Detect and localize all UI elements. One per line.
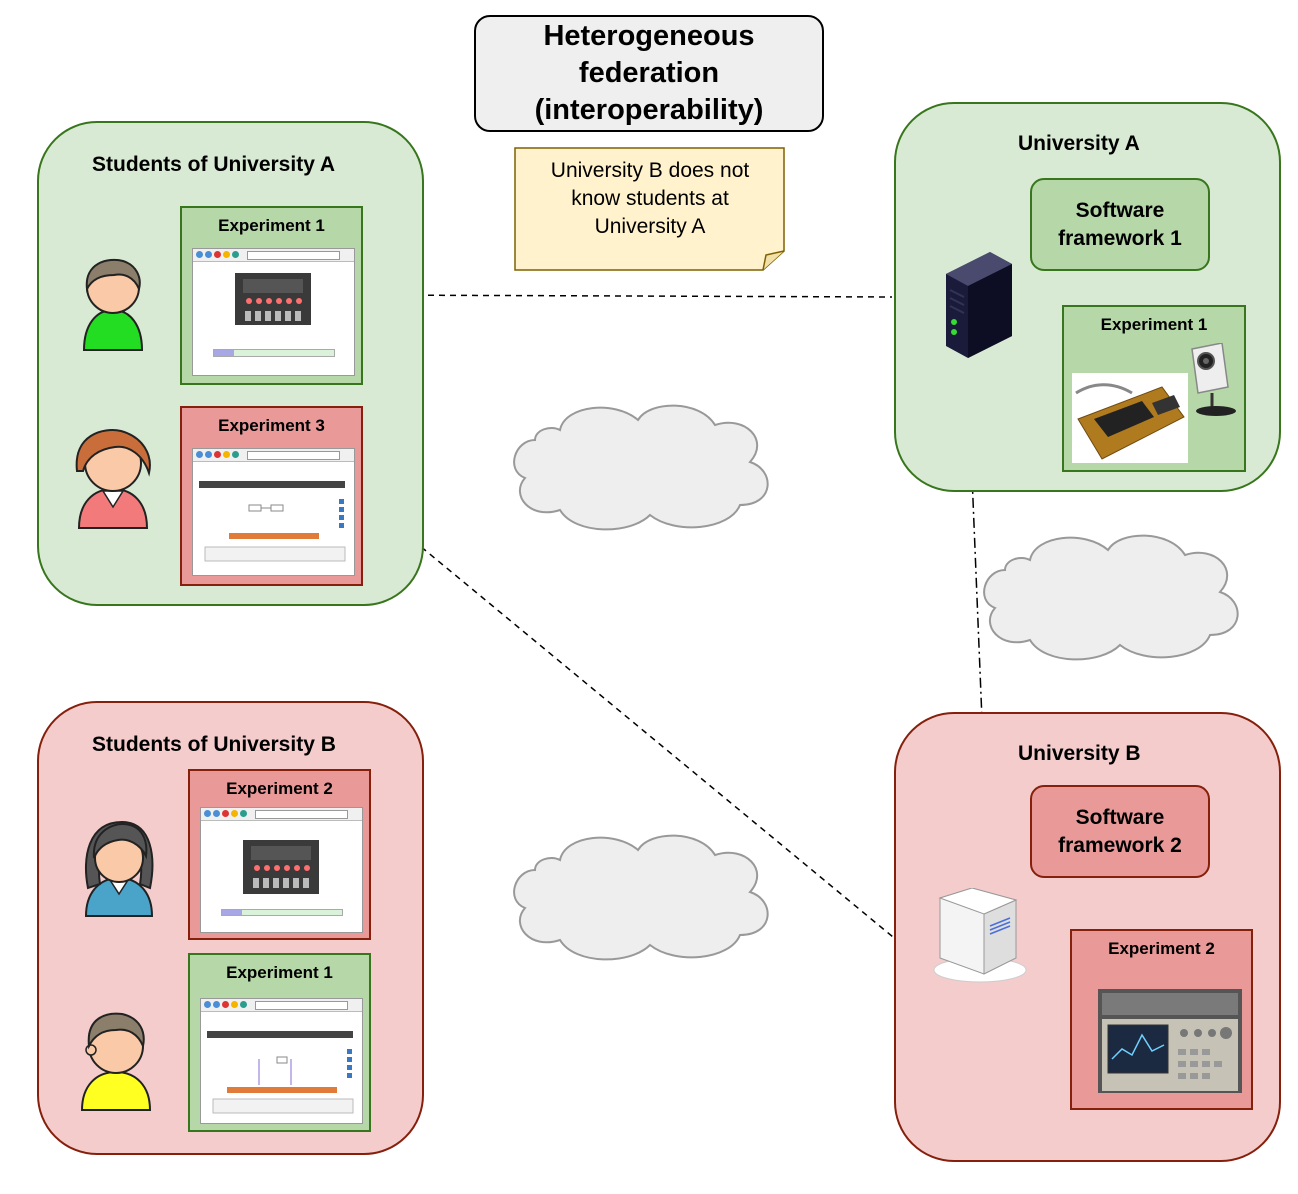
diagram-title-text: Heterogeneous federation (interoperabili… (534, 20, 764, 126)
framework-label: Software framework 2 (1058, 805, 1182, 857)
experiment-label: Experiment 2 (1108, 939, 1215, 958)
browser-screenshot (192, 248, 355, 376)
experiment-label: Experiment 1 (226, 963, 333, 982)
diagram-title: Heterogeneous federation (interoperabili… (474, 15, 824, 132)
circuit-board-icon (1072, 373, 1188, 463)
webcam-icon (1191, 343, 1236, 416)
server-icon (933, 888, 1027, 983)
experiment-card[interactable]: Experiment 1 (180, 206, 363, 385)
experiment-label: Experiment 3 (218, 416, 325, 435)
region-title: University B (1018, 742, 1141, 765)
schematic-icon (212, 1049, 354, 1114)
region-title: University A (1018, 132, 1140, 155)
browser-screenshot (200, 998, 363, 1124)
software-framework-2: Software framework 2 (1030, 785, 1210, 878)
person-icon (75, 429, 151, 529)
connection-line (361, 497, 894, 938)
person-icon (80, 1012, 152, 1111)
person-icon (82, 258, 144, 351)
cloud-icon (983, 534, 1239, 661)
browser-screenshot (192, 448, 355, 576)
experiment-label: Experiment 1 (218, 216, 325, 235)
schematic-icon (204, 499, 346, 562)
region-title: Students of University A (92, 153, 336, 176)
experiment-card[interactable]: Experiment 1 (1062, 305, 1246, 472)
software-framework-1: Software framework 1 (1030, 178, 1210, 271)
note-text: University B does not know students at U… (528, 157, 772, 241)
server-icon (946, 252, 1012, 358)
cloud-icon (513, 404, 769, 531)
experiment-card[interactable]: Experiment 3 (180, 406, 363, 586)
oscilloscope-icon (1098, 989, 1242, 1093)
person-icon (84, 820, 154, 917)
framework-label: Software framework 1 (1058, 198, 1182, 250)
connection-line (361, 294, 893, 298)
experiment-card[interactable]: Experiment 1 (188, 953, 371, 1132)
circuit-board-icon (235, 273, 311, 325)
cloud-icon (513, 834, 769, 961)
experiment-card[interactable]: Experiment 2 (188, 769, 371, 940)
experiment-label: Experiment 1 (1100, 315, 1208, 334)
browser-screenshot (200, 807, 363, 933)
experiment-card[interactable]: Experiment 2 (1070, 929, 1253, 1110)
region-title: Students of University B (92, 733, 336, 756)
circuit-board-icon (243, 840, 319, 894)
experiment-label: Experiment 2 (226, 779, 333, 798)
